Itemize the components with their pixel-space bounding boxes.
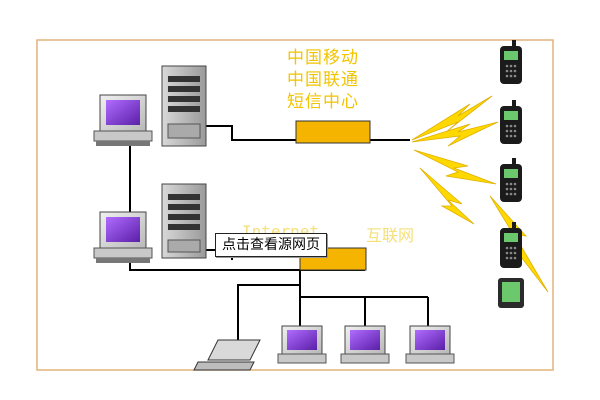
- backbone-drop-link: [237, 270, 301, 342]
- lightning-bolt-4: [419, 167, 475, 225]
- view-source-button[interactable]: 点击查看源网页: [215, 233, 327, 257]
- mobile-phone-1: [500, 40, 522, 84]
- desktop-pc-2: [93, 211, 153, 263]
- sms-center-gateway: [295, 120, 371, 144]
- laptop: [193, 339, 261, 371]
- mobile-phone-2: [500, 100, 522, 144]
- sms-label-line3: 短信中心: [287, 92, 359, 112]
- lan-pc-3: [405, 325, 455, 364]
- mobile-phone-4: [500, 222, 522, 268]
- diagram-frame: [36, 39, 554, 371]
- sms-label-line2: 中国联通: [287, 70, 359, 90]
- sms-label-line1: 中国移动: [287, 48, 359, 68]
- lightning-bolt-3: [413, 149, 497, 185]
- lightning-bolt-1: [411, 95, 493, 141]
- pda-device: [498, 278, 524, 308]
- lightning-bolt-2: [411, 121, 499, 147]
- mobile-phone-3: [500, 158, 522, 202]
- lan-pc-2: [340, 325, 390, 364]
- internet-label-cn: 互联网: [366, 226, 415, 245]
- lan-pc-1: [277, 325, 327, 364]
- server-tower-1: [161, 65, 207, 147]
- server-tower-2: [161, 183, 207, 259]
- desktop-pc-1: [93, 94, 153, 146]
- server1-to-gateway-link: [205, 125, 296, 141]
- wireless-signals: [411, 95, 549, 293]
